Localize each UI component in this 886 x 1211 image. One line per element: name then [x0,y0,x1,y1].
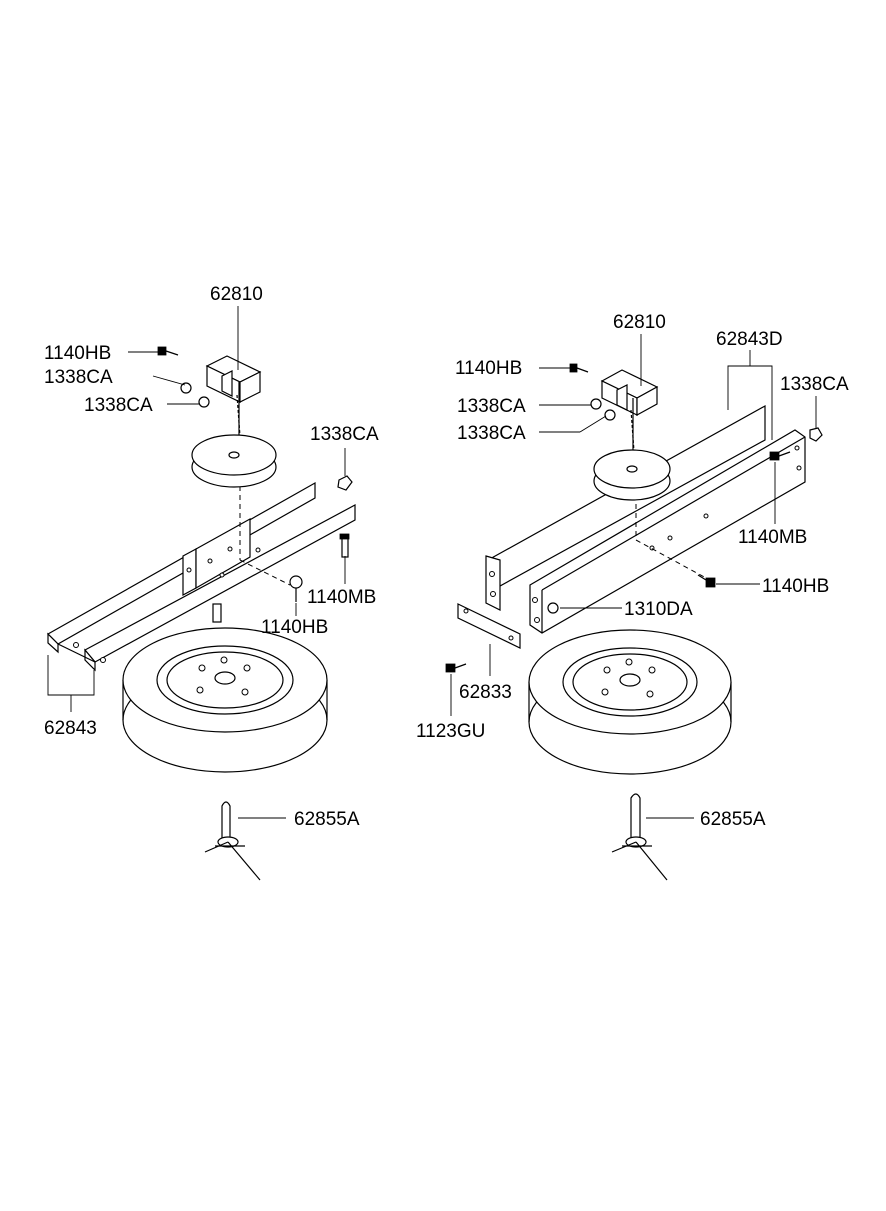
hoist-bracket-62810-left [205,355,291,586]
part-label: 1140HB [762,576,829,597]
part-label: 1338CA [84,395,153,416]
hoist-hub-right [593,449,671,501]
part-label: 1140MB [307,587,376,608]
spare-tire-left [122,627,328,773]
part-label: 1140HB [44,343,111,364]
nut-icon [547,398,823,614]
hoist-hub-left [191,434,277,488]
part-label: 1338CA [457,396,526,417]
part-label: 62833 [459,682,512,703]
lock-pin-62855A-left [204,801,261,881]
part-labels-right: 62810 62843D 1140HB 1338CA 1338CA 1338CA… [416,312,849,830]
plate-62833 [457,603,521,649]
part-label: 1338CA [310,424,379,445]
bolt-icon [569,363,589,373]
part-label: 62810 [613,312,666,333]
part-label: 1310DA [624,599,693,620]
leader-lines-right [450,334,817,819]
hoist-bracket-62810-right [600,369,707,579]
part-label: 1140MB [738,527,807,548]
part-label: 62855A [294,809,360,830]
part-label: 1123GU [416,721,485,742]
right-assembly: 62810 62843D 1140HB 1338CA 1338CA 1338CA… [416,312,849,881]
part-label: 62855A [700,809,766,830]
nut-icon [180,382,353,491]
bolt-icon [445,451,791,673]
part-label: 1338CA [457,423,526,444]
spare-tire-right [528,629,732,775]
part-label: 1338CA [780,374,849,395]
lock-pin-62855A-right [611,793,668,881]
left-assembly: 62810 1140HB 1338CA 1338CA 1338CA 1140MB… [44,284,379,881]
part-label: 1338CA [44,367,113,388]
part-label: 62843 [44,718,97,739]
part-label: 1140HB [261,617,328,638]
part-labels-left: 62810 1140HB 1338CA 1338CA 1338CA 1140MB… [44,284,379,830]
leader-lines-left [47,306,346,819]
part-label: 1140HB [455,358,522,379]
crossmember-62843-left [47,481,356,672]
part-label: 62843D [716,329,783,350]
bolt-icon [157,346,179,356]
part-label: 62810 [210,284,263,305]
